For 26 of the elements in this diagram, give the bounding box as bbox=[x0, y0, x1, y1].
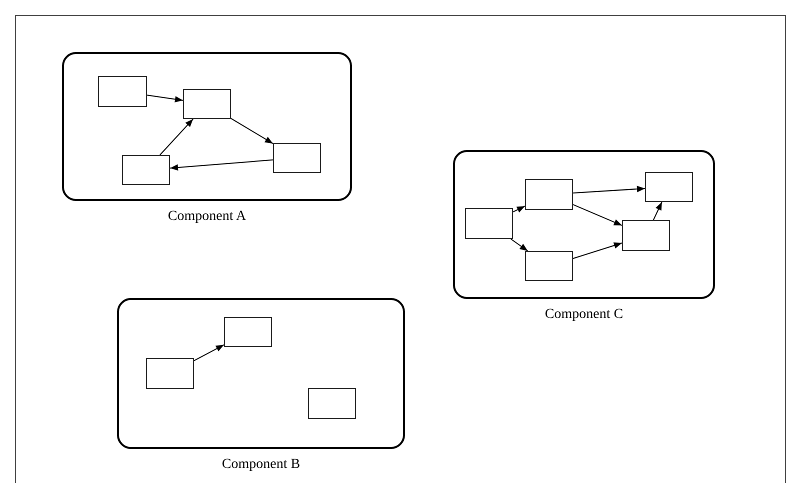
arrow bbox=[512, 206, 526, 212]
container-label: Component C bbox=[544, 307, 624, 323]
arrow bbox=[652, 202, 662, 220]
component-box bbox=[183, 89, 231, 119]
arrow bbox=[230, 118, 274, 144]
component-box bbox=[525, 251, 573, 281]
component-box bbox=[146, 358, 194, 389]
component-box bbox=[224, 317, 272, 347]
component-box bbox=[525, 179, 573, 210]
container-label: Component B bbox=[222, 457, 300, 473]
arrow bbox=[146, 94, 184, 102]
component-box bbox=[645, 172, 693, 202]
arrow bbox=[194, 344, 224, 362]
component-box bbox=[98, 76, 147, 107]
arrow bbox=[572, 204, 622, 226]
arrow bbox=[572, 242, 622, 259]
arrow bbox=[572, 186, 646, 194]
component-box bbox=[622, 220, 670, 251]
component-box bbox=[122, 155, 170, 185]
component-box bbox=[308, 388, 356, 419]
arrow bbox=[170, 159, 274, 171]
container-label: Component A bbox=[168, 209, 246, 225]
component-box bbox=[273, 143, 321, 173]
component-box bbox=[465, 208, 513, 239]
arrow bbox=[159, 118, 194, 156]
arrow bbox=[510, 238, 528, 252]
